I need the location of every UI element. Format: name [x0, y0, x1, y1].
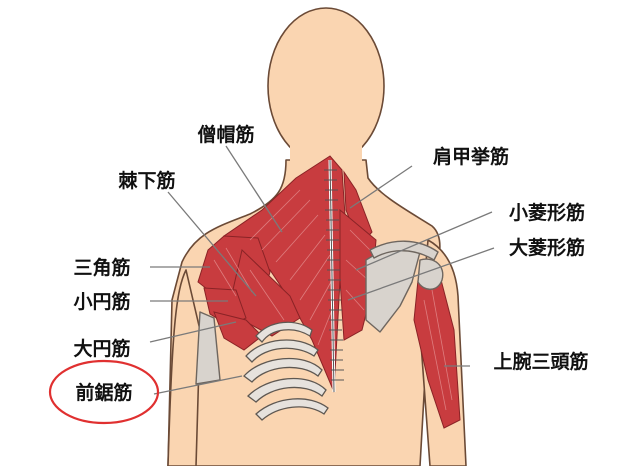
rib — [243, 357, 323, 383]
rib — [255, 398, 329, 421]
muscles — [197, 155, 461, 429]
muscle-fibers — [213, 189, 453, 411]
label-rhomboid-minor: 小菱形筋 — [509, 201, 585, 224]
rib — [247, 377, 327, 403]
labels: 僧帽筋 棘下筋 肩甲挙筋 小菱形筋 大菱形筋 三角筋 小円筋 大円筋 前鋸筋 上… — [73, 123, 588, 404]
highlight-ellipse — [48, 359, 160, 425]
label-serratus-anterior: 前鋸筋 — [75, 381, 132, 404]
skeleton — [195, 159, 444, 421]
rib — [255, 321, 313, 344]
spine — [324, 159, 344, 393]
leader-rhomboid-minor — [355, 211, 493, 271]
label-deltoid: 三角筋 — [73, 256, 130, 279]
label-rhomboid-major: 大菱形筋 — [509, 236, 585, 259]
head — [267, 7, 385, 165]
acromion-bone — [417, 258, 444, 290]
triceps-muscle — [413, 275, 461, 429]
label-trapezius: 僧帽筋 — [197, 123, 254, 146]
leader-rhomboid-major — [347, 247, 495, 301]
rib — [245, 339, 319, 363]
label-infraspinatus: 棘下筋 — [118, 169, 175, 192]
leader-lines — [149, 145, 495, 395]
label-levator-scapulae: 肩甲挙筋 — [433, 145, 509, 168]
ribs — [243, 321, 329, 421]
leader-infraspinatus — [167, 191, 257, 297]
label-teres-minor: 小円筋 — [73, 290, 130, 313]
label-triceps: 上腕三頭筋 — [493, 350, 588, 373]
leader-teres-major — [149, 321, 237, 343]
label-teres-major: 大円筋 — [73, 337, 130, 360]
leader-trapezius — [225, 145, 283, 233]
teres-major-muscle — [213, 311, 263, 351]
leader-serratus-anterior — [153, 375, 243, 395]
leader-levator-scapulae — [349, 165, 413, 209]
